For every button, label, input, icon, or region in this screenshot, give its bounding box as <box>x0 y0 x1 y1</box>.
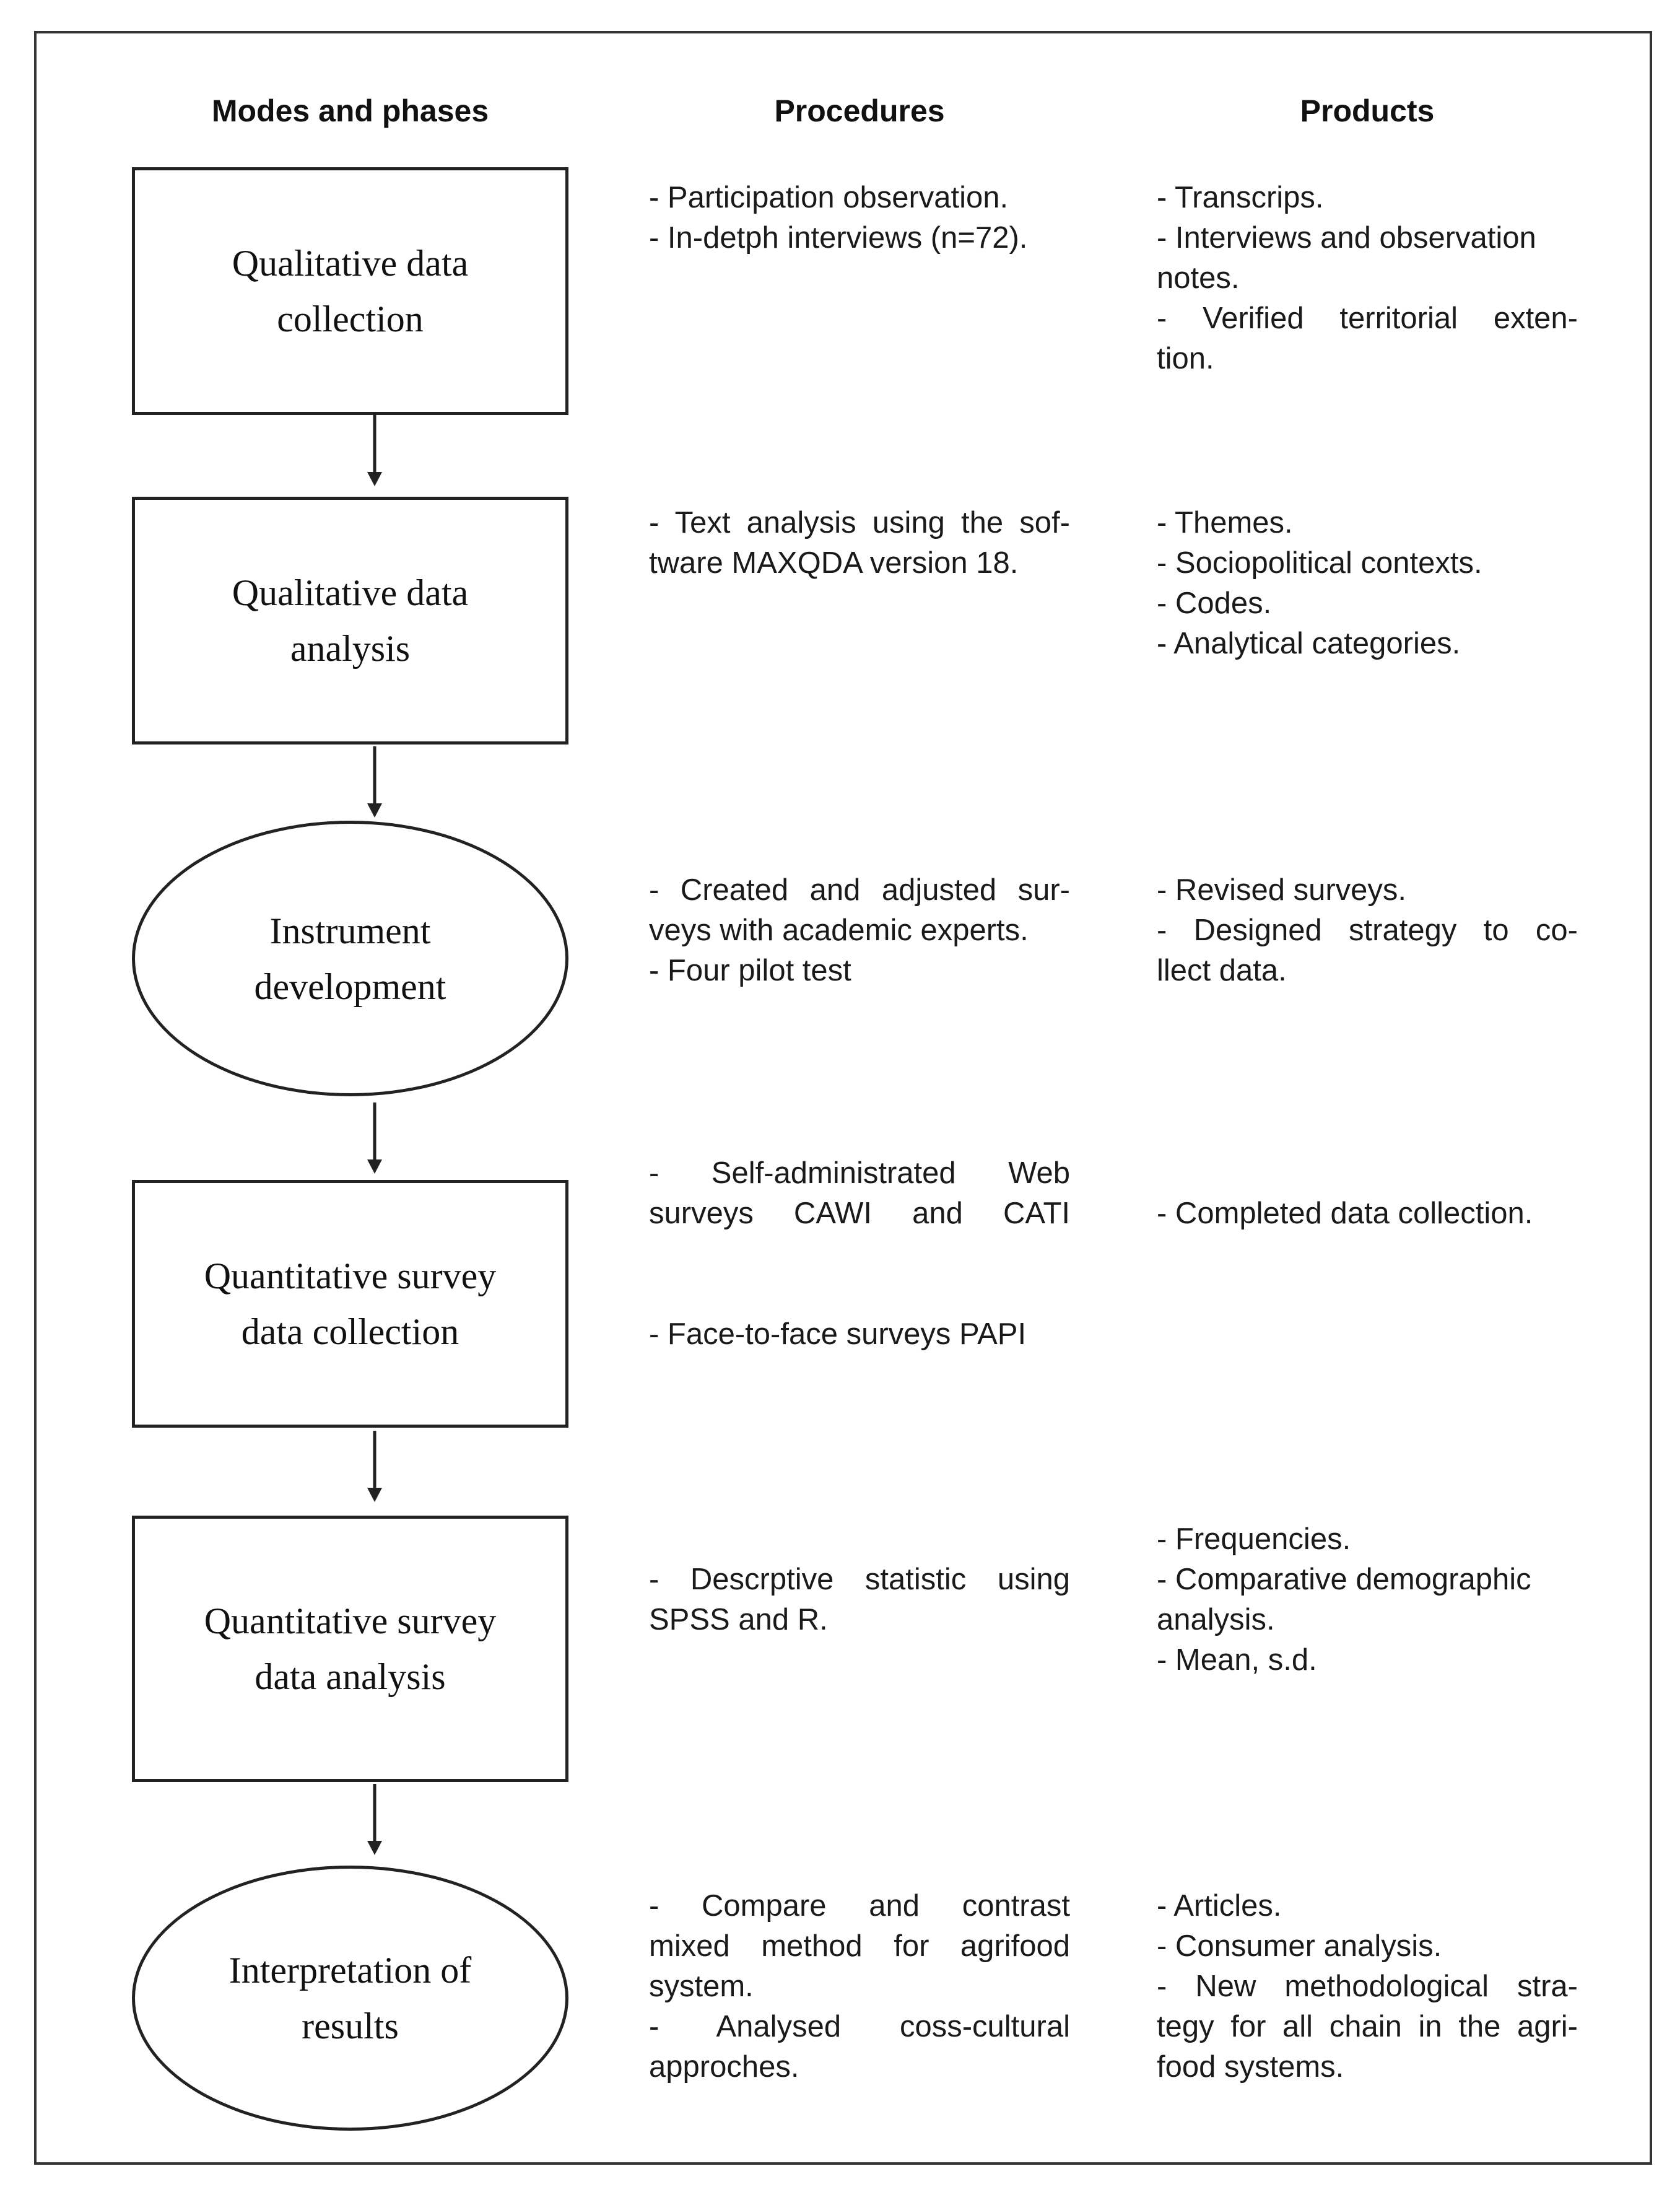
procedure-item: - Descrptive statistic using <box>649 1563 1070 1596</box>
product-item: - Articles. <box>1157 1889 1282 1923</box>
flow-arrow <box>367 1784 382 1855</box>
procedure-item: veys with academic experts. <box>649 914 1029 947</box>
product-item: - Interviews and observation <box>1157 221 1536 255</box>
product-item: tion. <box>1157 342 1214 375</box>
phase-label-line: Interpretation of <box>228 1950 472 1991</box>
products-phase-5: - Frequencies. - Comparative demographic… <box>1157 1519 1578 1680</box>
procedure-item: - Self-administrated Web <box>649 1156 1070 1190</box>
product-item: food systems. <box>1157 2050 1344 2084</box>
procedure-item: mixed method for agrifood <box>649 1929 1070 1963</box>
procedure-item: SPSS and R. <box>649 1603 828 1636</box>
procedure-item: - Participation observation. <box>649 181 1009 214</box>
phase-label-line: Qualitative data <box>232 243 469 284</box>
procedure-item: - Face-to-face surveys PAPI <box>649 1317 1027 1351</box>
product-item: llect data. <box>1157 954 1287 987</box>
product-item: - Verified territorial exten- <box>1157 302 1578 335</box>
product-item: - Analytical categories. <box>1157 627 1461 660</box>
procedure-item: surveys CAWI and CATI <box>649 1197 1070 1230</box>
phase-label-line: Quantitative survey <box>204 1255 497 1296</box>
product-item: - Mean, s.d. <box>1157 1643 1317 1677</box>
phase-label-line: collection <box>277 299 424 339</box>
phase-instrument-development: Instrument development <box>132 821 568 1096</box>
products-phase-3: - Revised surveys. - Designed strategy t… <box>1157 870 1578 991</box>
product-item: notes. <box>1157 261 1240 295</box>
procedure-item: system. <box>649 1970 754 2003</box>
procedure-item: - Four pilot test <box>649 954 851 987</box>
procedure-item: - Analysed coss-cultural <box>649 2010 1070 2043</box>
phase-label-line: analysis <box>290 628 411 669</box>
product-item: - Consumer analysis. <box>1157 1929 1442 1963</box>
phase-interpretation-of-results: Interpretation of results <box>132 1866 568 2131</box>
products-phase-6: - Articles. - Consumer analysis. - New m… <box>1157 1886 1578 2087</box>
procedure-item: - Created and adjusted sur- <box>649 873 1070 907</box>
header-modes-and-phases: Modes and phases <box>211 94 489 128</box>
products-phase-4: - Completed data collection. <box>1157 1194 1578 1234</box>
procedures-phase-1: - Participation observation. - In-detph … <box>649 178 1070 258</box>
flow-arrow <box>367 1102 382 1174</box>
product-item: - New methodological stra- <box>1157 1970 1578 2003</box>
product-item: - Codes. <box>1157 587 1272 620</box>
procedure-item: - In-detph interviews (n=72). <box>649 221 1028 255</box>
products-phase-1: - Transcrips. - Interviews and observati… <box>1157 178 1578 379</box>
procedure-item: approches. <box>649 2050 799 2084</box>
procedure-item: tware MAXQDA version 18. <box>649 546 1019 580</box>
procedures-phase-5: - Descrptive statistic using SPSS and R. <box>649 1560 1070 1640</box>
procedure-item: - Compare and contrast <box>649 1889 1070 1923</box>
phase-label-line: data analysis <box>255 1656 446 1697</box>
procedures-phase-3: - Created and adjusted sur- veys with ac… <box>649 870 1070 991</box>
product-item: tegy for all chain in the agri- <box>1157 2010 1578 2043</box>
phase-label-line: results <box>302 2006 399 2046</box>
flow-arrow <box>367 746 382 818</box>
phase-label-line: Quantitative survey <box>204 1600 497 1641</box>
procedures-phase-2: - Text analysis using the sof- tware MAX… <box>649 503 1070 583</box>
product-item: - Designed strategy to co- <box>1157 914 1578 947</box>
product-item: - Sociopolitical contexts. <box>1157 546 1482 580</box>
flow-arrow <box>367 415 382 486</box>
phase-qualitative-data-analysis: Qualitative data analysis <box>132 497 568 744</box>
product-item: - Frequencies. <box>1157 1522 1351 1556</box>
product-item: - Transcrips. <box>1157 181 1324 214</box>
product-item: - Comparative demographic <box>1157 1563 1531 1596</box>
product-item: - Revised surveys. <box>1157 873 1407 907</box>
header-procedures: Procedures <box>774 94 945 128</box>
product-item: analysis. <box>1157 1603 1275 1636</box>
phase-qualitative-data-collection: Qualitative data collection <box>132 167 568 415</box>
phase-label-line: Instrument <box>269 910 431 951</box>
flow-arrow <box>367 1431 382 1502</box>
products-phase-2: - Themes. - Sociopolitical contexts. - C… <box>1157 503 1578 664</box>
product-item: - Themes. <box>1157 506 1293 539</box>
procedure-item: - Text analysis using the sof- <box>649 506 1070 539</box>
phase-label-line: development <box>254 966 446 1007</box>
procedures-phase-4: - Self-administrated Web surveys CAWI an… <box>649 1153 1070 1355</box>
product-item: - Completed data collection. <box>1157 1197 1533 1230</box>
phase-quantitative-survey-data-analysis: Quantitative survey data analysis <box>132 1516 568 1782</box>
phase-label-line: Qualitative data <box>232 572 469 613</box>
procedures-phase-6: - Compare and contrast mixed method for … <box>649 1886 1070 2087</box>
phase-label-line: data collection <box>241 1311 459 1352</box>
header-products: Products <box>1300 94 1435 128</box>
phase-quantitative-survey-data-collection: Quantitative survey data collection <box>132 1180 568 1428</box>
